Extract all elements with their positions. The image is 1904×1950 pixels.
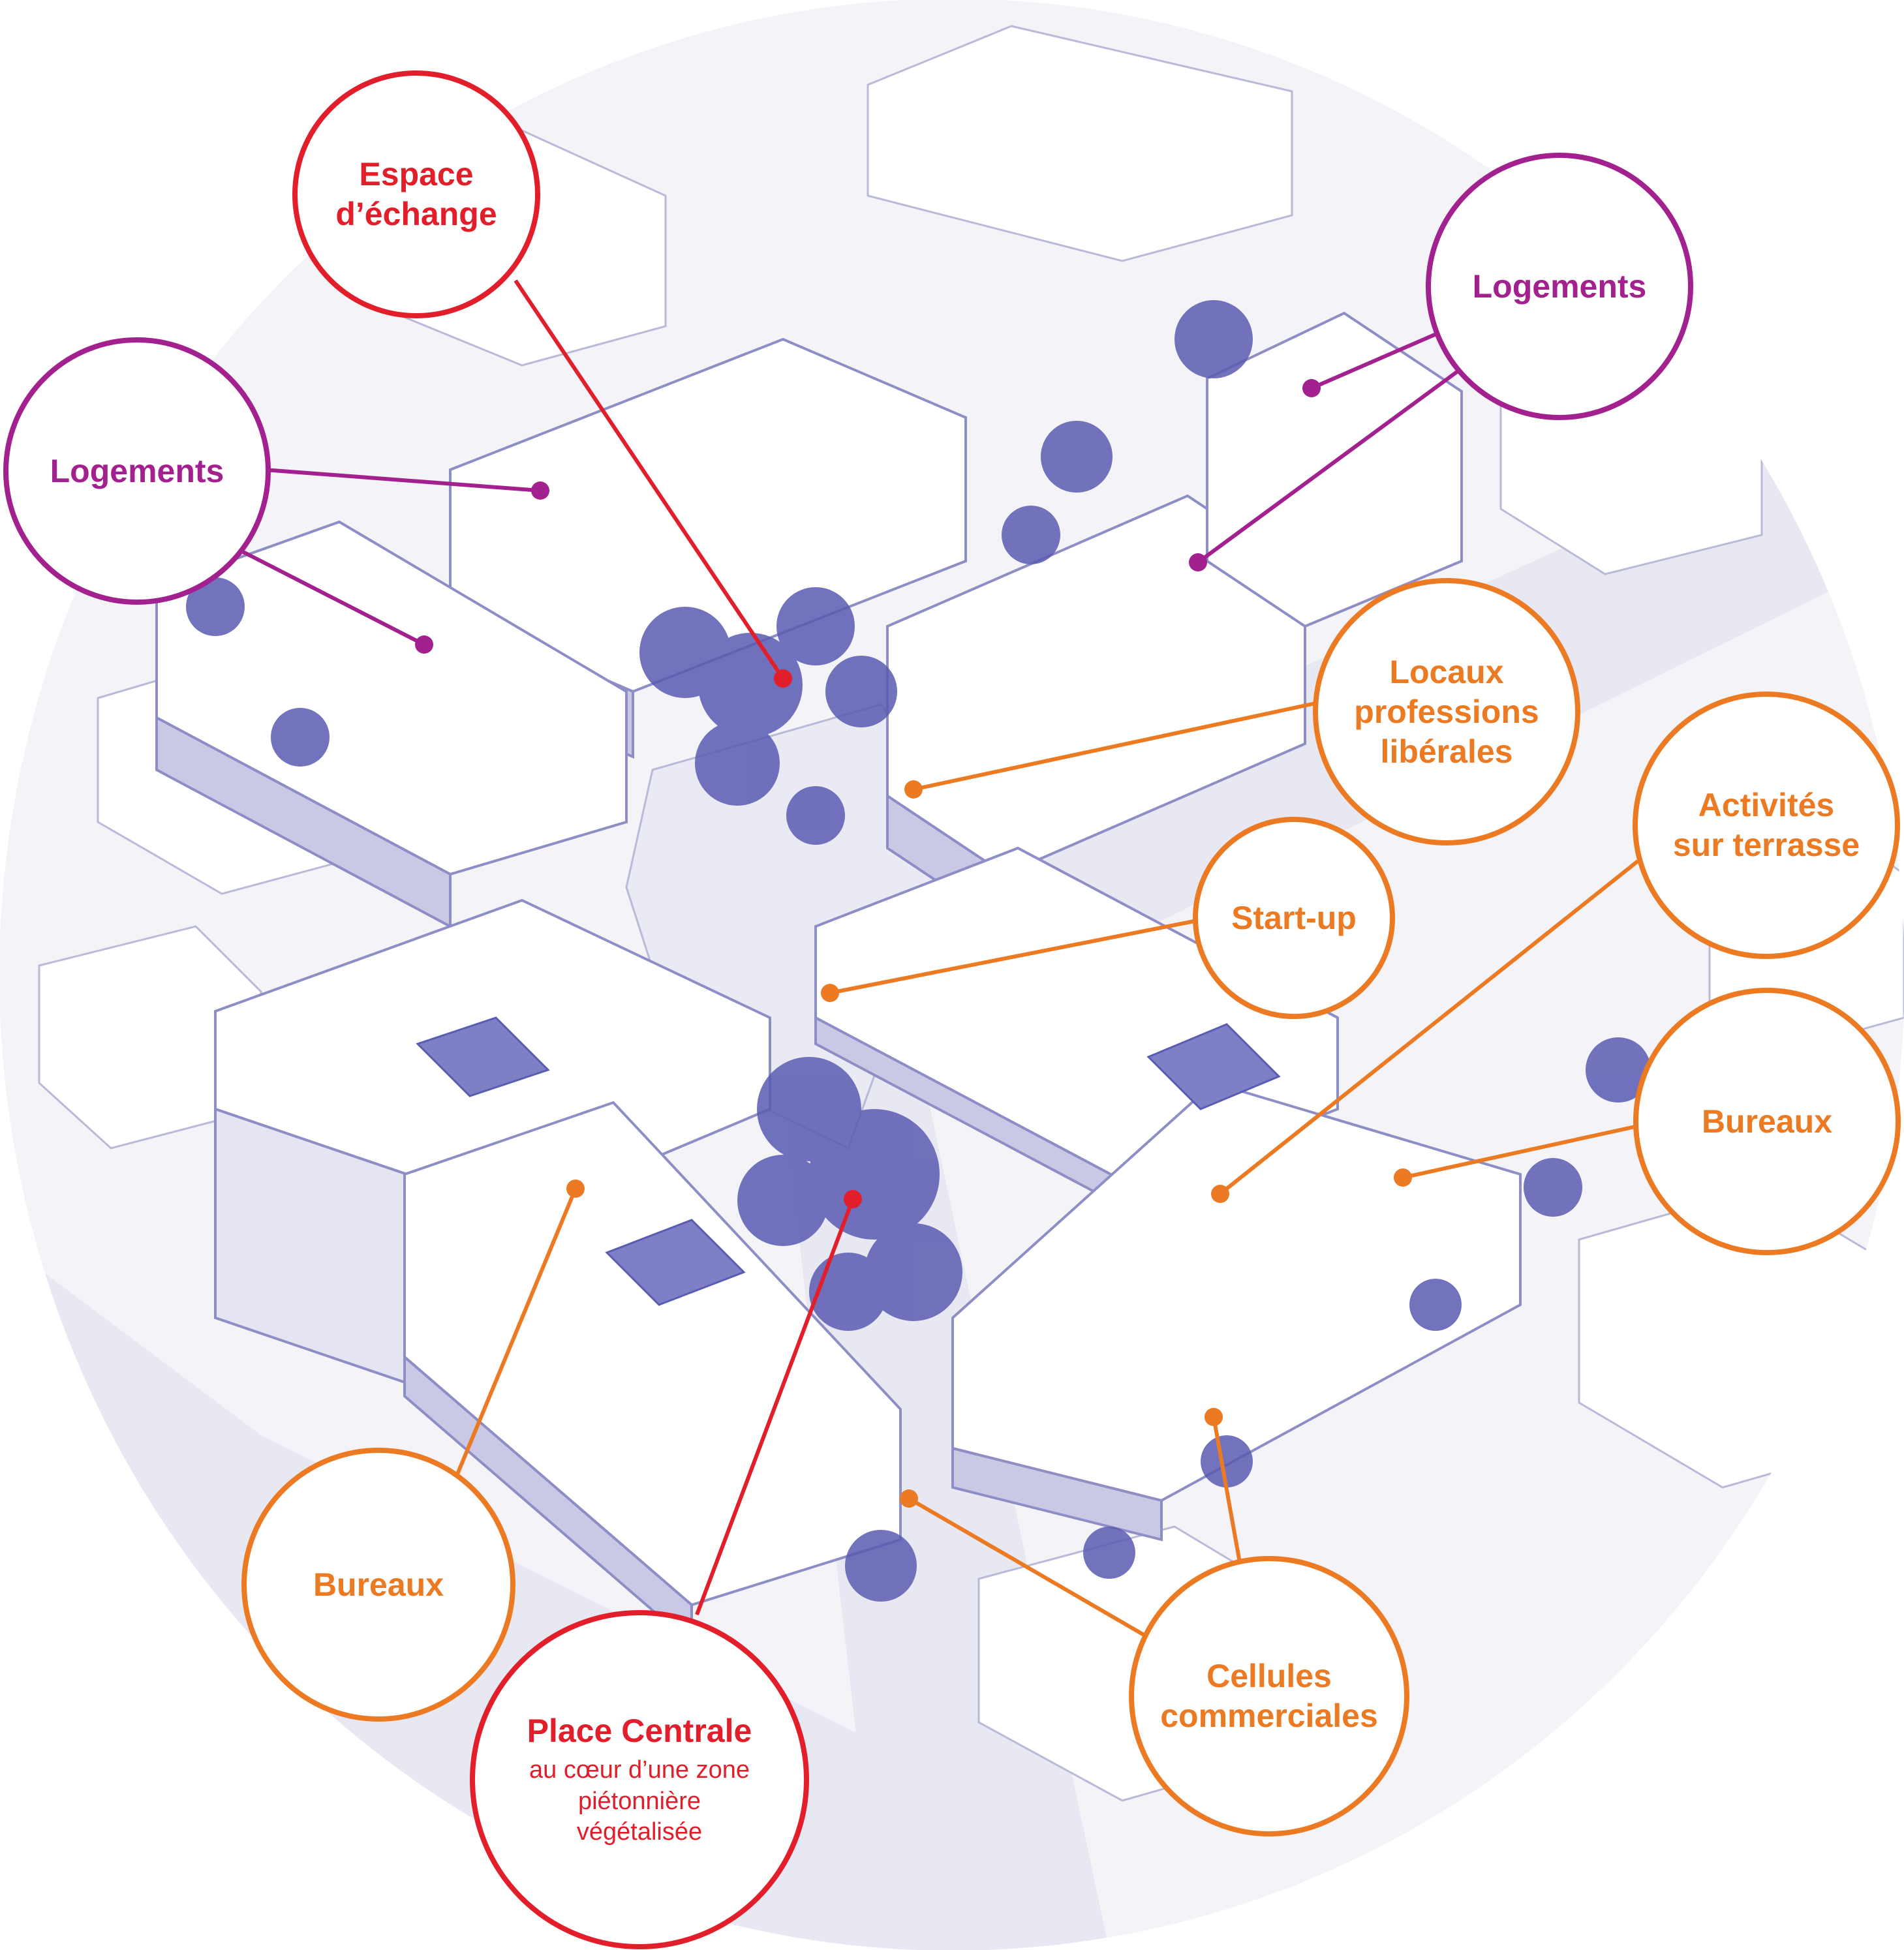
label-place-centrale: Place Centrale au cœur d’une zone piéton… xyxy=(470,1610,809,1949)
dot-bureaux-left xyxy=(566,1180,585,1198)
connector-locaux xyxy=(913,699,1325,791)
connector-bureaux-left xyxy=(455,1187,577,1477)
connector-activites xyxy=(1219,859,1639,1196)
label-logements-right-title: Logements xyxy=(1472,267,1647,305)
dot-logements-d xyxy=(1189,553,1207,571)
label-locaux-professions: Locaux professions libérales xyxy=(1313,578,1580,846)
dot-cellules-a xyxy=(900,1489,918,1508)
dot-espace-echange xyxy=(774,669,792,688)
dot-logements-a xyxy=(531,481,549,500)
connector-logements-right-b xyxy=(1197,357,1476,564)
trees xyxy=(186,300,1651,1602)
connector-cellules-a xyxy=(908,1497,1150,1639)
dot-logements-c xyxy=(1302,379,1321,397)
dot-cellules-b xyxy=(1205,1408,1223,1426)
label-locaux-professions-title: Locaux professions libérales xyxy=(1354,653,1539,770)
connector-start-up xyxy=(829,919,1195,995)
label-cellules-commerciales-title: Cellules commerciales xyxy=(1160,1658,1378,1734)
label-bureaux-left: Bureaux xyxy=(241,1448,515,1722)
label-activites-terrasse-title: Activités sur terrasse xyxy=(1672,787,1860,863)
label-logements-right: Logements xyxy=(1426,153,1693,420)
label-place-centrale-subtitle: au cœur d’une zone piétonnière végétalis… xyxy=(529,1756,750,1846)
label-start-up-title: Start-up xyxy=(1231,899,1357,936)
dot-locaux xyxy=(904,780,923,799)
label-bureaux-right-title: Bureaux xyxy=(1701,1103,1833,1140)
label-espace-echange-title: Espace d’échange xyxy=(335,156,497,232)
label-logements-left: Logements xyxy=(3,337,271,605)
connector-logements-left-b xyxy=(230,544,425,647)
label-bureaux-right: Bureaux xyxy=(1633,988,1901,1255)
dot-start-up xyxy=(821,984,839,1002)
connector-bureaux-right xyxy=(1402,1123,1642,1180)
label-place-centrale-title: Place Centrale xyxy=(527,1713,752,1750)
label-start-up: Start-up xyxy=(1193,817,1395,1019)
label-logements-left-title: Logements xyxy=(50,452,224,489)
dot-bureaux-right xyxy=(1394,1168,1412,1187)
dot-logements-b xyxy=(415,635,433,654)
connector-lines xyxy=(230,279,1642,1639)
connector-espace-echange xyxy=(514,279,785,680)
label-activites-terrasse: Activités sur terrasse xyxy=(1633,692,1900,959)
dot-activites xyxy=(1211,1185,1229,1203)
connector-place-centrale xyxy=(695,1198,855,1616)
connector-cellules-b xyxy=(1212,1416,1242,1563)
anchor-dots xyxy=(415,379,1412,1508)
connector-logements-left-a xyxy=(264,468,541,493)
dot-place-centrale xyxy=(844,1190,862,1208)
label-bureaux-left-title: Bureaux xyxy=(313,1566,444,1603)
label-espace-echange: Espace d’échange xyxy=(292,70,540,318)
solar-roofs xyxy=(416,1016,1281,1306)
label-cellules-commerciales: Cellules commerciales xyxy=(1129,1556,1409,1836)
